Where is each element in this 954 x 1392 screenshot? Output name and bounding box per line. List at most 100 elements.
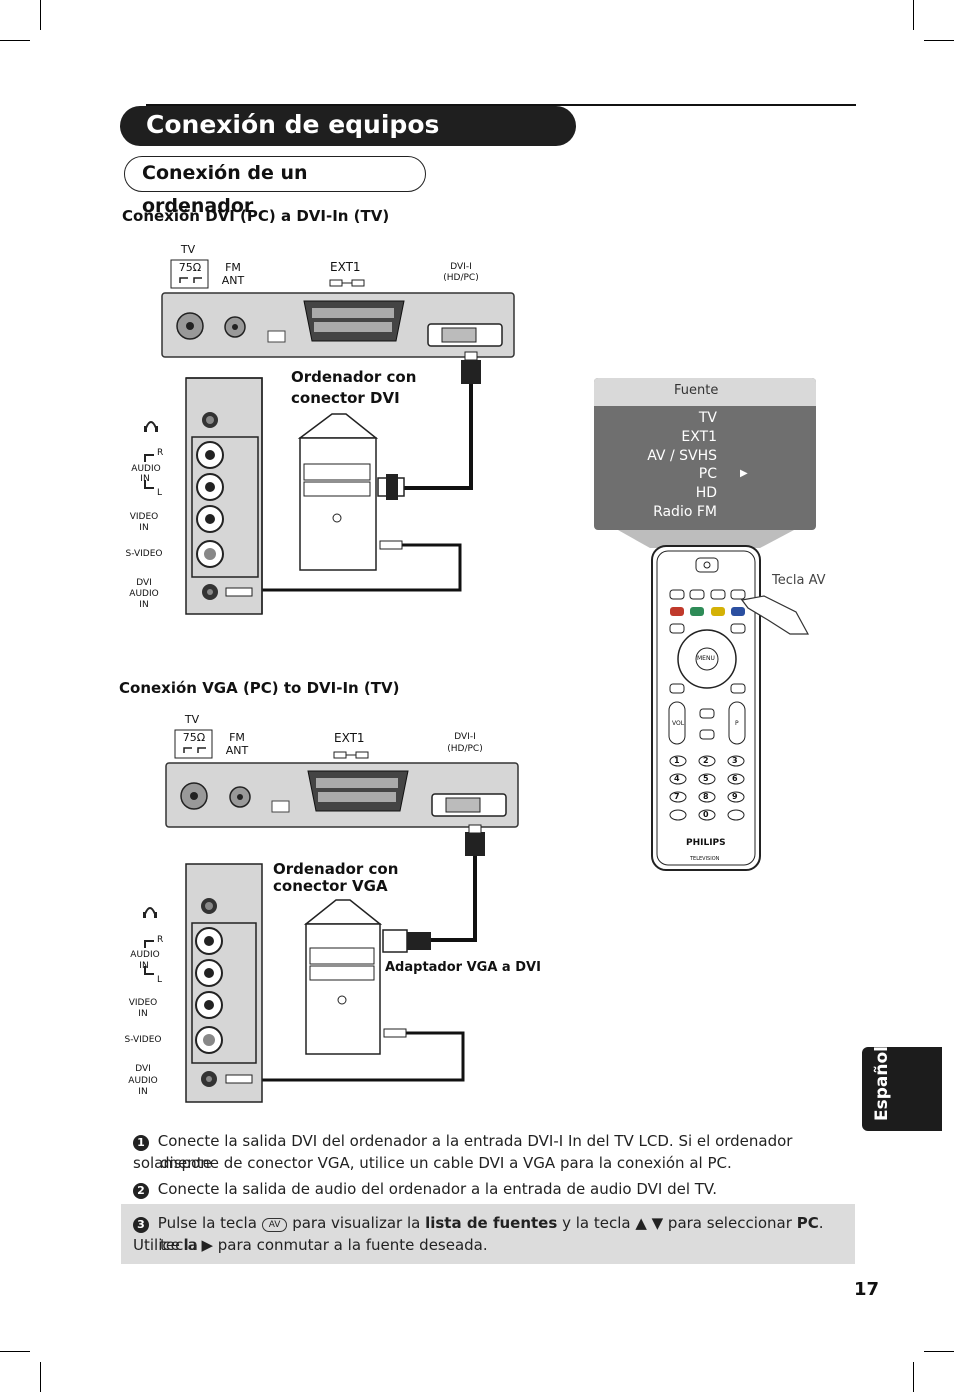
menu-item-radio-fm[interactable]: Radio FM	[653, 504, 717, 520]
menu-item-av-svhs[interactable]: AV / SVHS	[647, 448, 717, 464]
section-title: Conexión de un ordenador	[124, 156, 426, 217]
note-1: 1 Conecte la salida DVI del ordenador a …	[133, 1130, 843, 1174]
digit-9[interactable]: 9	[732, 792, 738, 801]
video-in-label-2: IN	[139, 523, 149, 533]
note-3-text-c: y la tecla ▲ ▼ para seleccionar	[562, 1214, 792, 1232]
note-3-cont: tecla ▶ para conmutar a la fuente desead…	[160, 1236, 488, 1254]
dvi-label: DVI-I	[454, 732, 476, 742]
video-in-label: VIDEO	[129, 512, 159, 522]
digit-6[interactable]: 6	[732, 774, 738, 783]
p-label: P	[735, 720, 739, 727]
brand-sub: TELEVISION	[690, 856, 720, 862]
r-label: R	[157, 935, 164, 945]
digit-2[interactable]: 2	[703, 756, 709, 765]
step-number-2: 2	[133, 1183, 149, 1199]
vga-heading: Conexión VGA (PC) to DVI-In (TV)	[119, 679, 400, 697]
adapter-label: Adaptador VGA a DVI	[385, 960, 541, 975]
computer-vga-label: Ordenador con	[273, 860, 399, 878]
dvi-audio-label: DVI	[135, 1064, 151, 1074]
dvi-audio-label-2: AUDIO	[129, 589, 159, 599]
brand-logo: PHILIPS	[686, 838, 726, 848]
page-number: 17	[854, 1279, 880, 1300]
page-title: Conexión de equipos periféricos	[120, 106, 576, 177]
video-in-label-2: IN	[138, 1009, 148, 1019]
tv-label: TV	[180, 243, 196, 256]
remote-control	[651, 545, 761, 871]
crop-mark	[913, 1362, 914, 1392]
computer-dvi-label-2: conector DVI	[291, 389, 400, 407]
svideo-label: S-VIDEO	[124, 1035, 162, 1045]
crop-mark	[924, 1351, 954, 1352]
fm-label: FM	[229, 731, 245, 744]
dvi-audio-label: DVI	[136, 578, 152, 588]
tv-label: TV	[184, 713, 200, 726]
dvi-audio-label-3: IN	[138, 1087, 148, 1097]
dvi-label: DVI-I	[450, 262, 472, 272]
digit-7[interactable]: 7	[674, 792, 680, 801]
crop-mark	[913, 0, 914, 30]
note-3-text-a: Pulse la tecla	[157, 1214, 257, 1232]
note-3-text-d: . Utilice la	[133, 1214, 824, 1254]
language-tab: Español	[862, 1046, 942, 1131]
video-in-label: VIDEO	[128, 998, 158, 1008]
l-label: L	[157, 975, 163, 985]
tv-back-panel-1	[161, 259, 515, 358]
digit-3[interactable]: 3	[732, 756, 738, 765]
note-1-text: Conecte la salida DVI del ordenador a la…	[133, 1132, 793, 1172]
title-rule	[146, 104, 856, 106]
audio-in-label: AUDIO	[131, 464, 161, 474]
crop-mark	[0, 40, 30, 41]
av-key-label: Tecla AV	[772, 573, 826, 588]
tv-side-panel-2	[143, 863, 263, 1103]
menu-header: Fuente	[594, 378, 816, 406]
note-3-text-b: para visualizar la	[292, 1214, 421, 1232]
crop-mark	[40, 0, 41, 30]
computer-dvi	[297, 413, 405, 571]
computer-vga-label-2: conector VGA	[273, 877, 388, 895]
ant-label: ANT	[221, 274, 245, 287]
step-number-1: 1	[133, 1135, 149, 1151]
audio-in-label-2: IN	[139, 961, 149, 971]
audio-in-label-2: IN	[140, 474, 150, 484]
computer-dvi-label: Ordenador con	[291, 368, 417, 386]
menu-item-hd[interactable]: HD	[695, 485, 717, 501]
note-3-bold-2: PC	[796, 1214, 819, 1232]
digit-0[interactable]: 0	[703, 810, 709, 819]
computer-vga	[303, 899, 431, 1055]
ohm-label: 75Ω	[178, 261, 202, 274]
audio-in-label: AUDIO	[130, 950, 160, 960]
tv-side-panel-1	[144, 377, 263, 615]
vol-label: VOL	[672, 720, 685, 727]
note-3-bold-1: lista de fuentes	[425, 1214, 558, 1232]
note-1-cont: dispone de conector VGA, utilice un cabl…	[160, 1154, 732, 1172]
crop-mark	[0, 1351, 30, 1352]
menu-item-pc[interactable]: PC	[698, 466, 717, 482]
ant-label: ANT	[225, 744, 249, 757]
ext1-label: EXT1	[330, 260, 361, 274]
dvi-audio-label-2: AUDIO	[128, 1076, 158, 1086]
crop-mark	[40, 1362, 41, 1392]
svideo-label: S-VIDEO	[125, 549, 163, 559]
menu-item-ext1[interactable]: EXT1	[681, 429, 717, 445]
note-3: 3 Pulse la tecla AV para visualizar la l…	[133, 1212, 843, 1256]
language-tab-label: Español	[872, 1046, 892, 1121]
note-2: 2 Conecte la salida de audio del ordenad…	[133, 1178, 717, 1200]
menu-key-label: MENU	[697, 655, 715, 662]
digit-5[interactable]: 5	[703, 774, 709, 783]
digit-1[interactable]: 1	[674, 756, 680, 765]
l-label: L	[157, 488, 163, 498]
digit-4[interactable]: 4	[674, 774, 680, 783]
menu-item-tv[interactable]: TV	[698, 410, 717, 426]
source-menu: Fuente TV EXT1 AV / SVHS PC ▶ HD Radio F…	[594, 378, 816, 530]
dvi-sub-label: (HD/PC)	[443, 273, 479, 283]
digit-8[interactable]: 8	[703, 792, 709, 801]
ext1-label: EXT1	[334, 731, 365, 745]
note-3-box	[121, 1204, 855, 1264]
tv-back-panel-2	[165, 729, 519, 828]
dvi-sub-label: (HD/PC)	[447, 744, 483, 754]
step-number-3: 3	[133, 1217, 149, 1233]
av-key-icon: AV	[261, 1218, 288, 1232]
play-arrow-icon: ▶	[740, 468, 748, 479]
ohm-label: 75Ω	[182, 731, 206, 744]
